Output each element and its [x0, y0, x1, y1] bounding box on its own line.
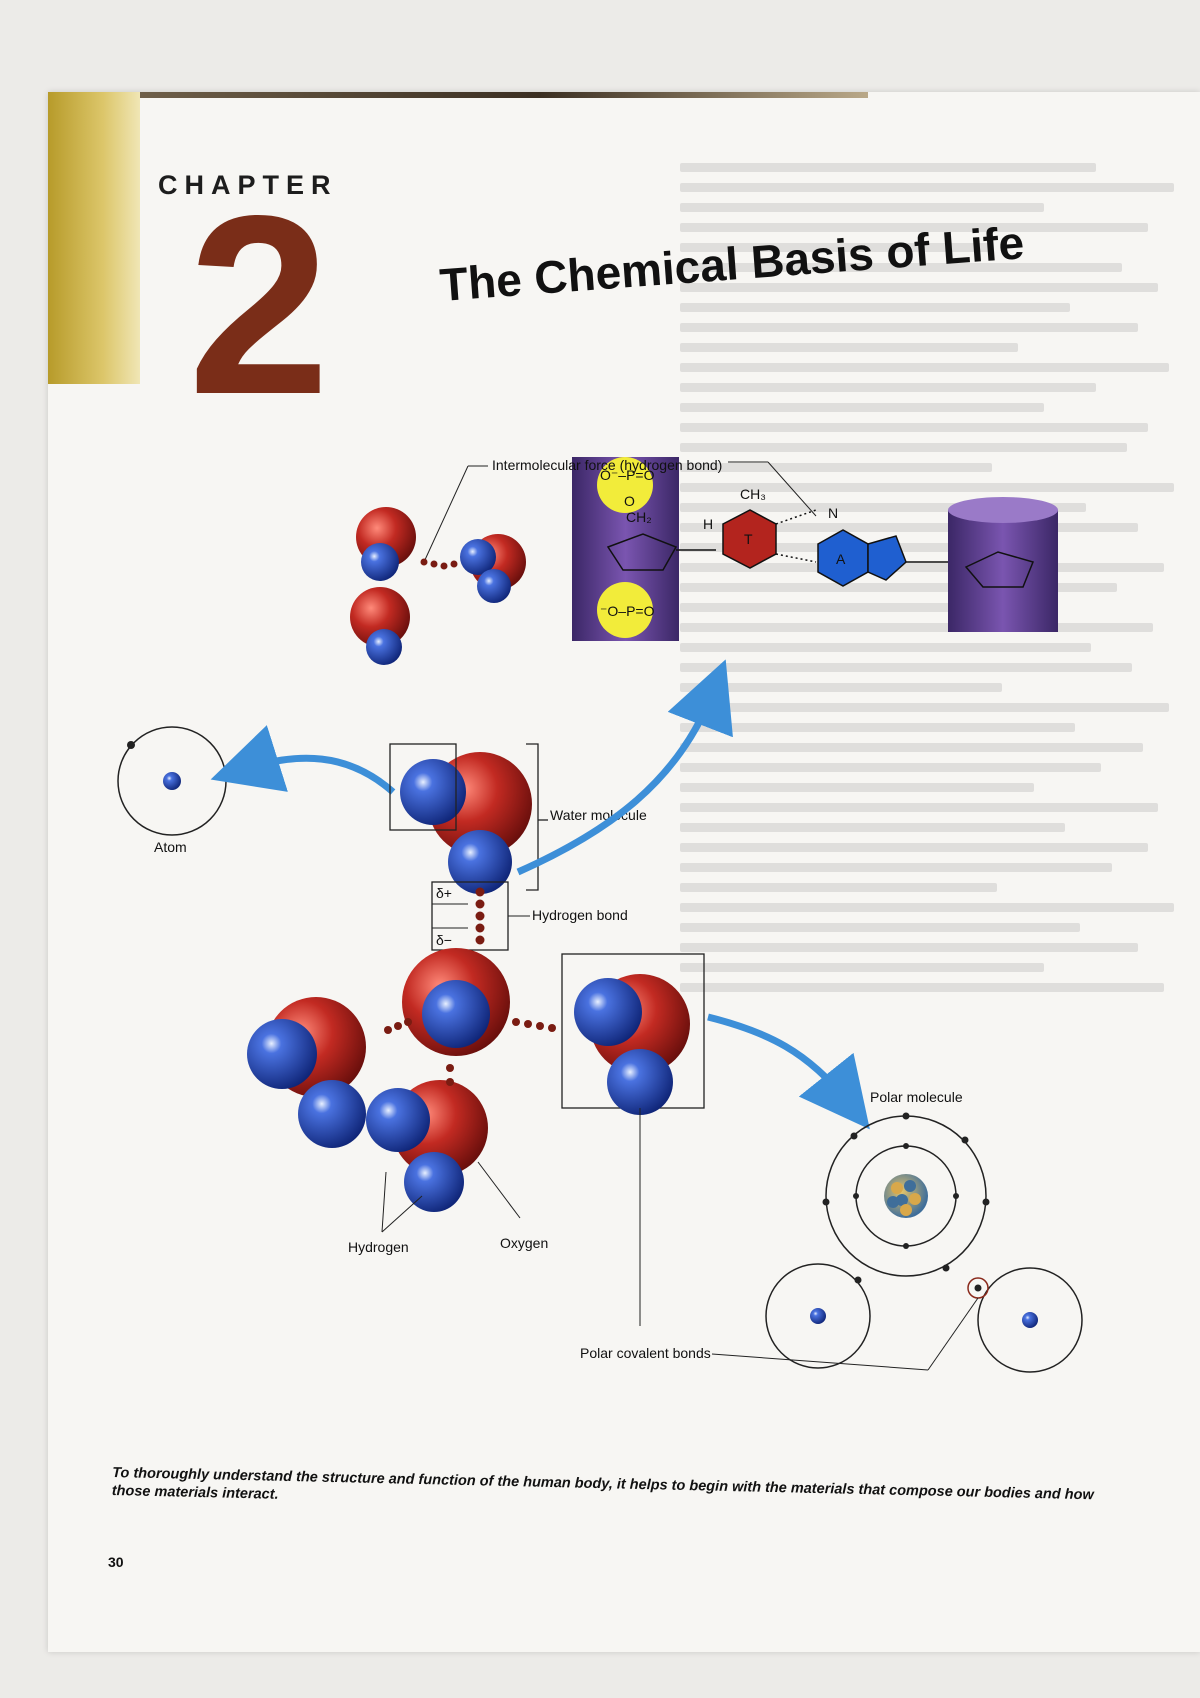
page-number: 30: [108, 1554, 124, 1570]
arrow-to-dna: [516, 659, 733, 876]
atom-label: Atom: [154, 839, 187, 855]
chemistry-figure: O⁻–P=O ⁻O–P=O O CH₂ T CH₃ H N A: [117, 457, 1083, 1373]
atom-highlight-box: [389, 743, 457, 831]
atom-diagram: Atom: [117, 726, 227, 855]
sugar-ring-right: [964, 551, 1035, 588]
hydrogen-label: Hydrogen: [348, 1239, 409, 1255]
chapter-number: 2: [188, 163, 330, 448]
callout-intermolecular-left: [423, 465, 469, 563]
polar-bonds-callout-h: [711, 1353, 929, 1371]
hydrogen-callout-1: [381, 1171, 387, 1233]
hydrogen-atom: [247, 1019, 317, 1089]
chapter-color-band: [48, 92, 140, 384]
page-top-band: [48, 92, 868, 98]
adenine-ring2-icon: [867, 535, 907, 581]
ch3-label: CH₃: [740, 486, 766, 502]
shared-electron: [974, 1284, 982, 1292]
hydrogen-atom: [477, 569, 511, 603]
textbook-page: CHAPTER 2 The Chemical Basis of Life: [48, 92, 1200, 1652]
hydrogen-atom: [404, 1152, 464, 1212]
sugar-ring-left: [606, 533, 678, 571]
top-water-cluster: [350, 507, 526, 665]
hydrogen-atom: [366, 629, 402, 665]
adenine-label: A: [836, 551, 846, 567]
dna-h-label-1: H: [703, 516, 713, 532]
hydrogen-orbit-right: [977, 1267, 1083, 1373]
right-water-molecule: [561, 953, 705, 1115]
callout-intermolecular-down: [767, 461, 817, 517]
central-water-molecule: [389, 743, 548, 894]
electrons: [822, 1112, 990, 1272]
polar-molecule-label: Polar molecule: [870, 1089, 963, 1105]
central-hbond-dots: [475, 887, 485, 945]
hbond-dots: [420, 558, 458, 570]
dna-backbone-right: [948, 510, 1058, 632]
polar-covalent-bonds-label: Polar covalent bonds: [580, 1345, 711, 1361]
hydrogen-nucleus-left: [810, 1308, 826, 1324]
thymine-label: T: [744, 531, 753, 547]
hydrogen-atom: [361, 543, 399, 581]
oxygen-callout: [477, 1161, 521, 1219]
water-molecule-label: Water molecule: [550, 807, 647, 823]
hydrogen-atom: [422, 980, 490, 1048]
hydrogen-atom: [574, 978, 642, 1046]
polar-molecule-diagram: Polar molecule: [765, 1089, 1083, 1373]
atom-nucleus: [163, 772, 181, 790]
atom-electron: [127, 741, 135, 749]
lower-water-cluster: Hydrogen Oxygen: [247, 948, 556, 1255]
hydrogen-orbit-left: [765, 1263, 871, 1369]
lower-hbond-dots: [384, 1018, 556, 1086]
oxygen-atom: [350, 587, 410, 647]
t-a-hbond-2: [775, 553, 817, 563]
delta-plus-label: δ+: [436, 885, 452, 901]
t-a-hbond-1: [775, 509, 817, 525]
hydrogen-atom: [448, 830, 512, 894]
dna-panel: O⁻–P=O ⁻O–P=O O CH₂ T CH₃ H N A: [572, 457, 1058, 641]
phosphate-top-icon: [597, 457, 653, 513]
phosphate-bottom-label: ⁻O–P=O: [600, 603, 655, 619]
hydrogen-atom: [366, 1088, 430, 1152]
hydrogen-atom: [460, 539, 496, 575]
hydrogen-bond-label: Hydrogen bond: [532, 907, 628, 923]
water-molecule-bracket: [526, 743, 539, 891]
delta-minus-label: δ−: [436, 932, 452, 948]
chapter-label: CHAPTER: [158, 170, 338, 200]
nucleus-particles: [887, 1180, 921, 1216]
hydrogen-atom: [607, 1049, 673, 1115]
dna-n-label: N: [828, 505, 838, 521]
arrow-to-polar-molecule: [707, 1013, 870, 1130]
hydrogen-atom: [400, 759, 466, 825]
dna-o-label: O: [624, 493, 635, 509]
oxygen-label: Oxygen: [500, 1235, 548, 1251]
hydrogen-nucleus-right: [1022, 1312, 1038, 1328]
dna-ch2-label: CH₂: [626, 509, 652, 525]
shared-electron: [854, 1276, 862, 1284]
polar-bonds-callout-diag: [927, 1297, 979, 1371]
phosphate-bottom-icon: [597, 582, 653, 638]
arrow-to-atom: [210, 725, 396, 795]
hydrogen-atom: [298, 1080, 366, 1148]
hydrogen-callout-2: [381, 1195, 423, 1233]
phosphate-top-label: O⁻–P=O: [600, 467, 655, 483]
intermolecular-force-label: Intermolecular force (hydrogen bond): [492, 457, 722, 473]
dna-cylinder-top: [948, 497, 1058, 523]
